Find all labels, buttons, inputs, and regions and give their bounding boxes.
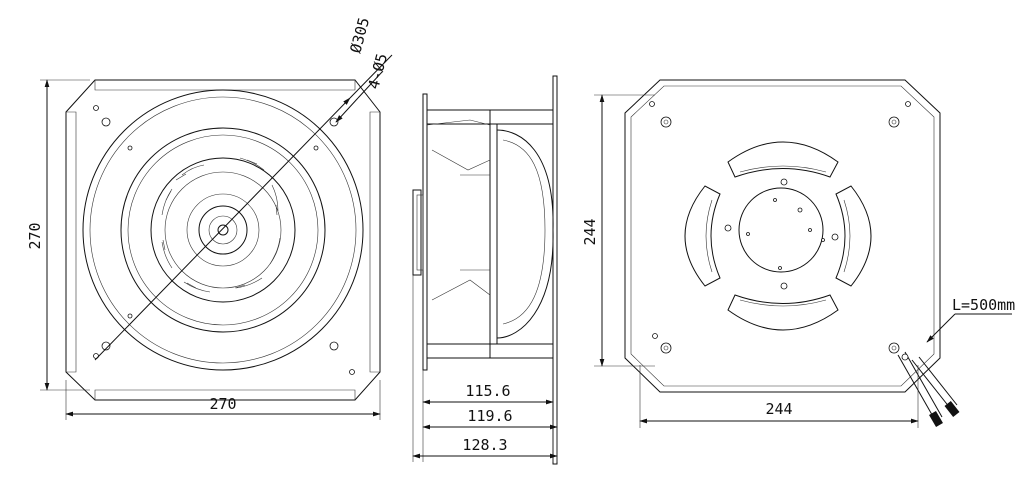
cable-length-label: L=500mm	[952, 296, 1015, 314]
front-view	[40, 54, 393, 420]
depth-3-label: 128.3	[462, 436, 507, 454]
front-width-label: 270	[209, 395, 236, 413]
mount-holes-label: 4-Ø5	[364, 51, 391, 91]
rear-view	[594, 79, 1012, 428]
depth-1-label: 115.6	[465, 382, 510, 400]
cable	[897, 351, 960, 428]
diameter-label: Ø305	[346, 15, 373, 55]
rear-width-label: 244	[765, 400, 792, 418]
impeller-blades	[161, 157, 281, 293]
front-height-label: 270	[26, 222, 44, 249]
depth-2-label: 119.6	[467, 407, 512, 425]
side-view	[412, 75, 558, 465]
rear-height-label: 244	[581, 218, 599, 245]
